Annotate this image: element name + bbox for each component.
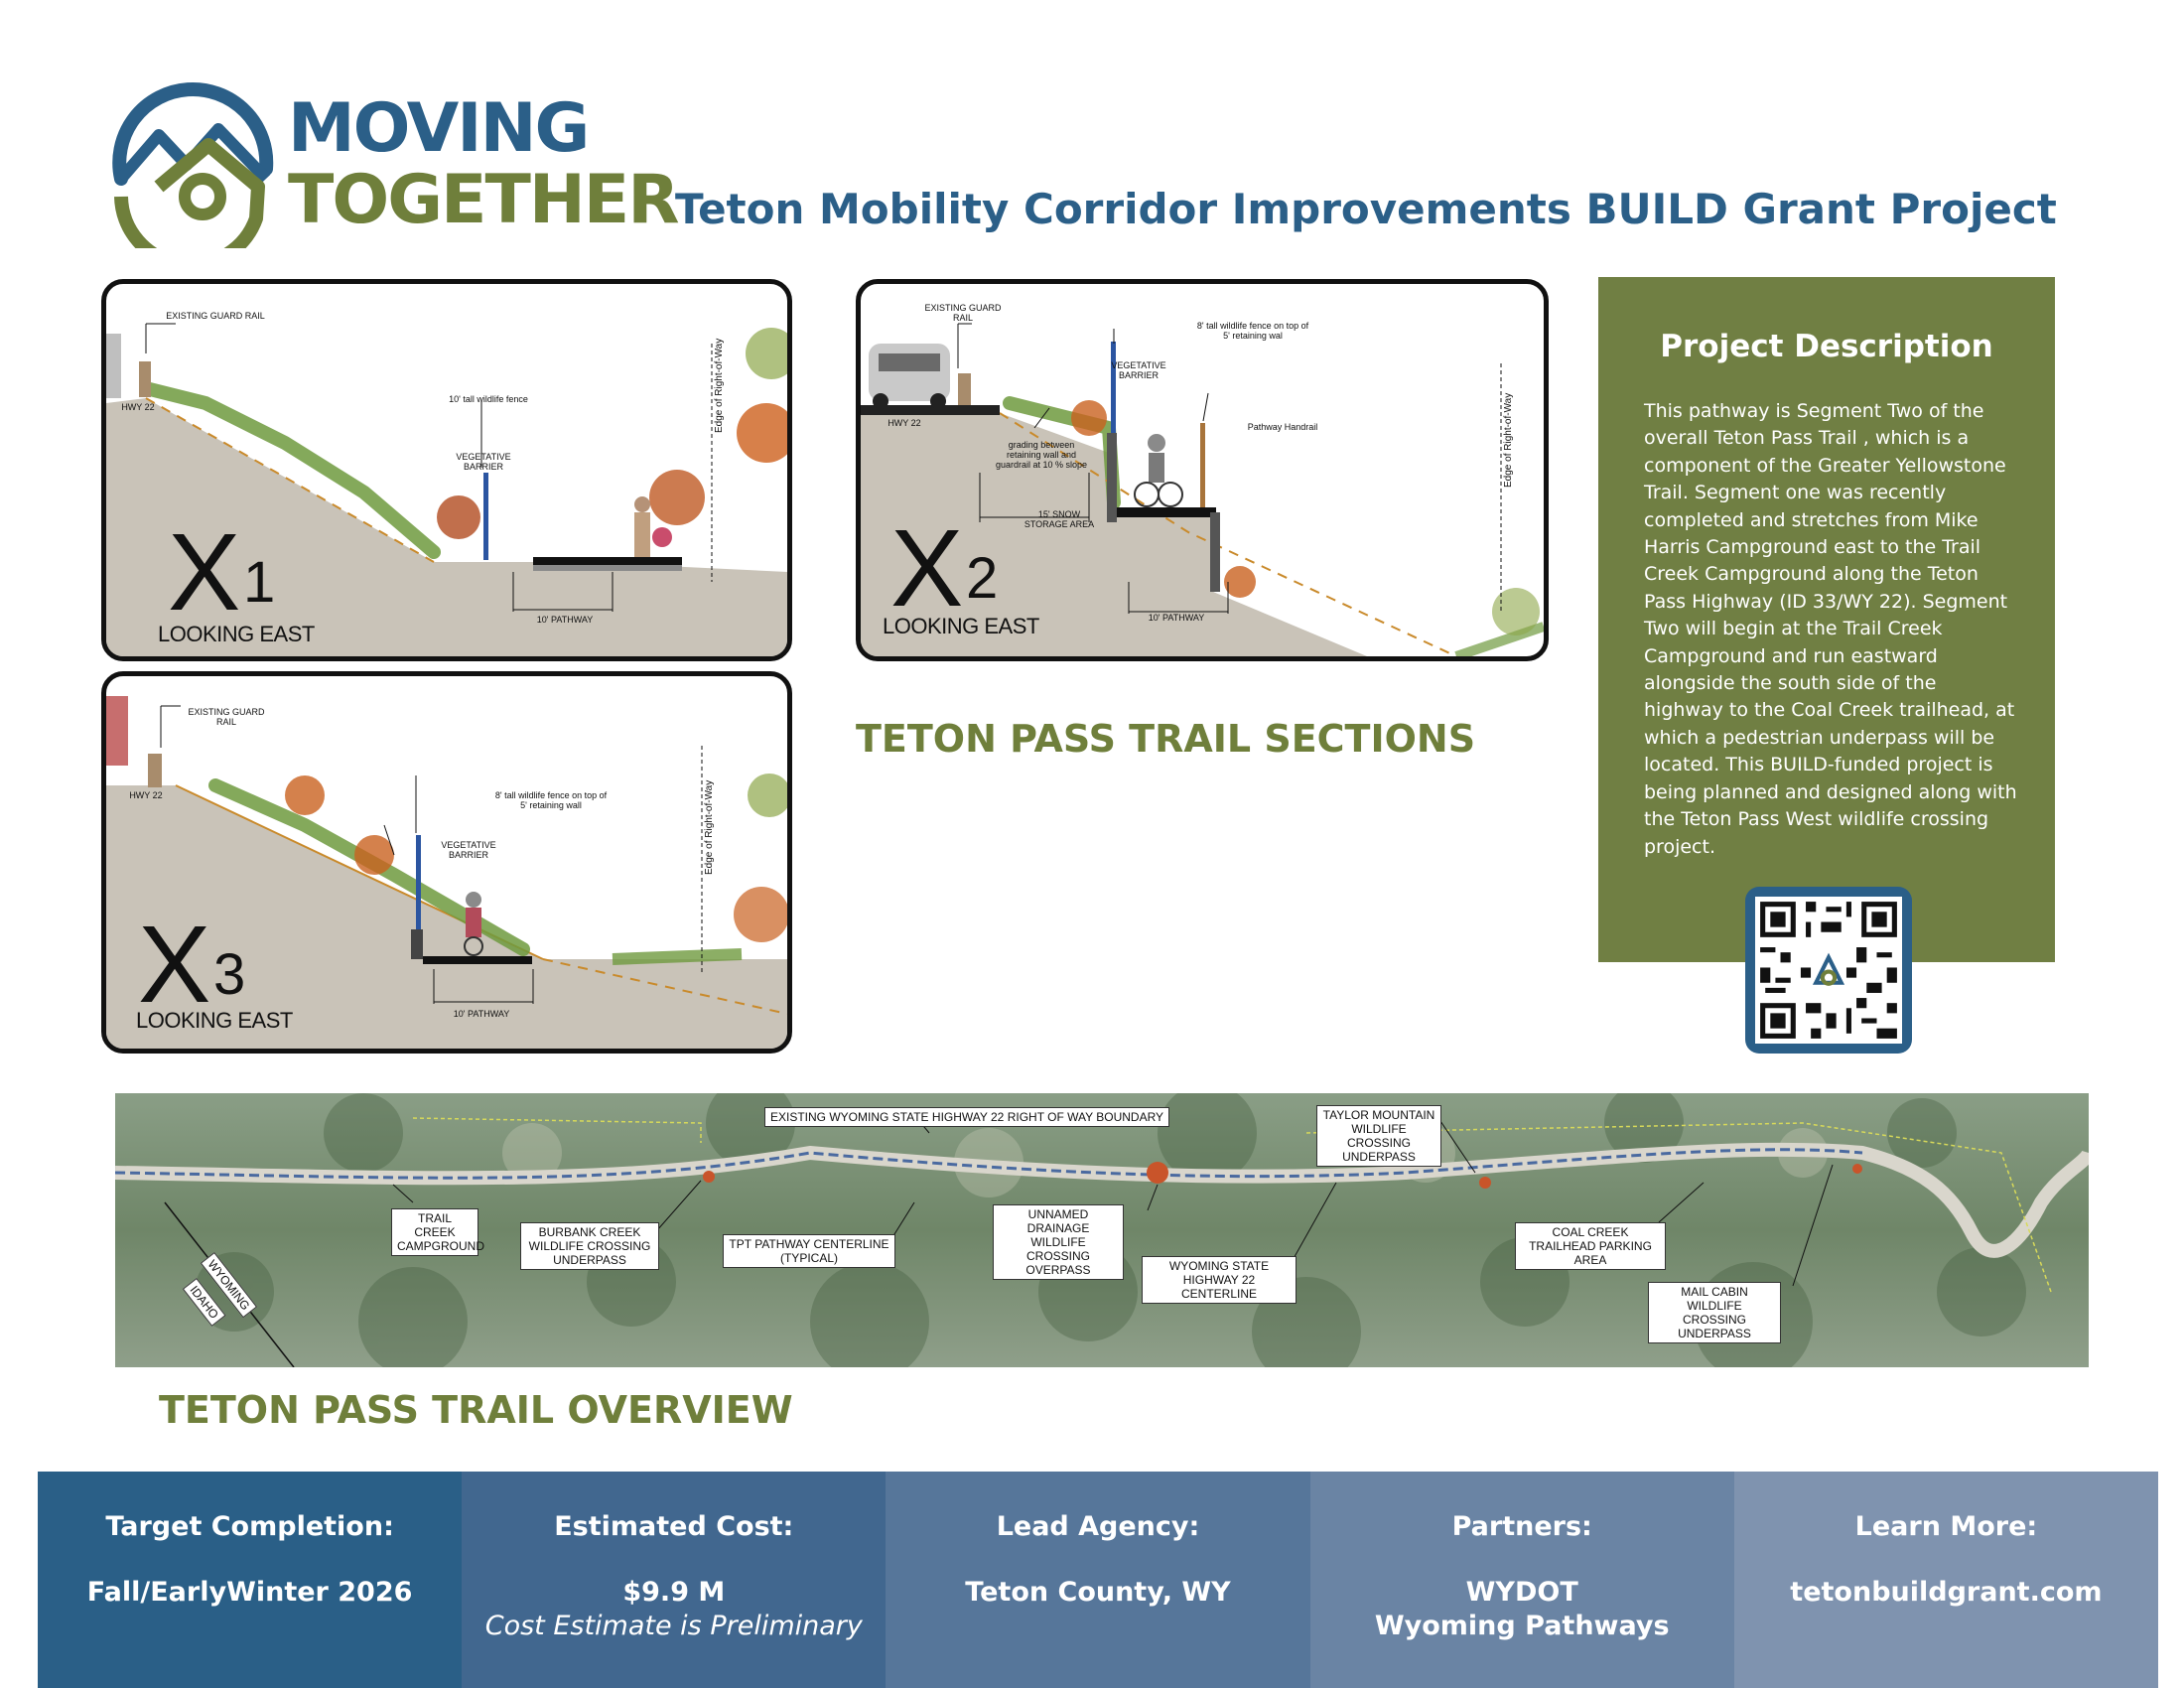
x3-barrier-label: VEGETATIVE BARRIER (441, 840, 496, 860)
partner-wydot: WYDOT (1465, 1577, 1578, 1608)
x1-guard-rail-label: EXISTING GUARD RAIL (166, 311, 265, 321)
x3-pathway-label: 10' PATHWAY (453, 1009, 510, 1019)
x2-handrail-label: Pathway Handrail (1247, 422, 1318, 432)
cyclist-icon (464, 892, 483, 956)
x1-letter: X (168, 511, 241, 633)
x2-guard-rail-label: EXISTING GUARD RAIL (924, 303, 1002, 323)
x1-looking-east: LOOKING EAST (158, 622, 315, 646)
x3-number: 3 (213, 942, 246, 1007)
x3-hwy-label: HWY 22 (129, 790, 163, 800)
x2-grading-label: grading between retaining wall and guard… (995, 440, 1088, 470)
x3-letter: X (138, 904, 211, 1026)
label-existing-row: EXISTING WYOMING STATE HIGHWAY 22 RIGHT … (764, 1107, 1170, 1127)
project-description-box: Project Description This pathway is Segm… (1598, 277, 2055, 962)
brand-together: TOGETHER (288, 161, 680, 239)
x1-pathway-label: 10' PATHWAY (536, 615, 594, 625)
cost-label: Estimated Cost: (554, 1511, 794, 1542)
completion-value: Fall/EarlyWinter 2026 (86, 1577, 413, 1608)
car-icon (869, 344, 950, 409)
description-title: Project Description (1660, 329, 1993, 364)
x2-barrier-label: VEGETATIVE BARRIER (1111, 360, 1166, 380)
agency-value: Teton County, WY (965, 1577, 1231, 1608)
moving-together-logo (99, 70, 278, 272)
label-taylor-mountain: TAYLOR MOUNTAIN WILDLIFE CROSSING UNDERP… (1316, 1105, 1441, 1167)
x2-fence-label: 8' tall wildlife fence on top of 5' reta… (1196, 321, 1309, 341)
person-icon (634, 496, 672, 557)
label-coal-creek: COAL CREEK TRAILHEAD PARKING AREA (1515, 1222, 1666, 1270)
x1-hwy-label: HWY 22 (121, 402, 155, 412)
footer-partners: Partners: WYDOT Wyoming Pathways (1309, 1472, 1734, 1688)
x1-row-label: Edge of Right-of-Way (714, 338, 725, 433)
x2-number: 2 (966, 546, 999, 611)
section-x1-panel: EXISTING GUARD RAIL HWY 22 10' tall wild… (101, 279, 792, 661)
x2-pathway-label: 10' PATHWAY (1148, 613, 1205, 623)
cost-note: Cost Estimate is Preliminary (484, 1611, 863, 1641)
overview-heading: TETON PASS TRAIL OVERVIEW (159, 1388, 793, 1432)
label-unnamed-drainage: UNNAMED DRAINAGE WILDLIFE CROSSING OVERP… (993, 1204, 1124, 1280)
x1-number: 1 (243, 550, 276, 615)
sections-heading: TETON PASS TRAIL SECTIONS (856, 717, 1476, 761)
x1-fence-label: 10' tall wildlife fence (449, 394, 528, 404)
label-burbank: BURBANK CREEK WILDLIFE CROSSING UNDERPAS… (520, 1222, 659, 1270)
section-x2-panel: EXISTING GUARD RAIL HWY 22 8' tall wildl… (856, 279, 1549, 661)
label-existing-row-text: EXISTING WYOMING STATE HIGHWAY 22 RIGHT … (770, 1110, 1164, 1124)
learn-more-label: Learn More: (1854, 1511, 2038, 1542)
partners-label: Partners: (1451, 1511, 1592, 1542)
brand-moving: MOVING (288, 89, 590, 168)
footer-learn-more: Learn More: tetonbuildgrant.com (1733, 1472, 2159, 1688)
car-icon (106, 696, 128, 766)
x1-barrier-label: VEGETATIVE BARRIER (456, 452, 511, 472)
x3-guard-rail-label: EXISTING GUARD RAIL (188, 707, 265, 727)
learn-more-link[interactable]: tetonbuildgrant.com (1790, 1577, 2103, 1608)
completion-label: Target Completion: (105, 1511, 394, 1542)
x3-row-label: Edge of Right-of-Way (704, 779, 715, 875)
description-body: This pathway is Segment Two of the overa… (1644, 400, 2017, 858)
label-trail-creek: TRAIL CREEK CAMPGROUND (391, 1208, 484, 1256)
section-x3-panel: EXISTING GUARD RAIL HWY 22 8' tall wildl… (101, 671, 792, 1054)
x3-fence-label: 8' tall wildlife fence on top of 5' reta… (494, 790, 608, 810)
qr-code-icon (1755, 897, 1902, 1044)
project-facts-footer: Target Completion: Fall/EarlyWinter 2026… (38, 1472, 2159, 1688)
project-title: Teton Mobility Corridor Improvements BUI… (675, 185, 2057, 233)
cost-value: $9.9 M (622, 1577, 726, 1608)
x2-row-label: Edge of Right-of-Way (1503, 392, 1514, 488)
car-icon (106, 334, 121, 398)
footer-agency: Lead Agency: Teton County, WY (886, 1472, 1310, 1688)
agency-label: Lead Agency: (996, 1511, 1200, 1542)
footer-cost: Estimated Cost: $9.9 M Cost Estimate is … (462, 1472, 887, 1688)
label-wy-centerline: WYOMING STATE HIGHWAY 22 CENTERLINE (1142, 1256, 1297, 1304)
x3-looking-east: LOOKING EAST (136, 1008, 293, 1033)
trail-overview-map: EXISTING WYOMING STATE HIGHWAY 22 RIGHT … (115, 1093, 2089, 1367)
x2-letter: X (890, 507, 964, 630)
label-mail-cabin: MAIL CABIN WILDLIFE CROSSING UNDERPASS (1648, 1282, 1781, 1343)
label-tpt-centerline: TPT PATHWAY CENTERLINE (TYPICAL) (723, 1234, 895, 1268)
x2-snow-label: 15' SNOW STORAGE AREA (1024, 509, 1095, 529)
x2-hwy-label: HWY 22 (887, 418, 921, 428)
x2-looking-east: LOOKING EAST (883, 614, 1039, 638)
partner-wyoming-pathways: Wyoming Pathways (1374, 1611, 1670, 1641)
footer-completion: Target Completion: Fall/EarlyWinter 2026 (38, 1472, 463, 1688)
cyclist-icon (1134, 434, 1183, 507)
qr-code[interactable] (1745, 887, 1912, 1054)
